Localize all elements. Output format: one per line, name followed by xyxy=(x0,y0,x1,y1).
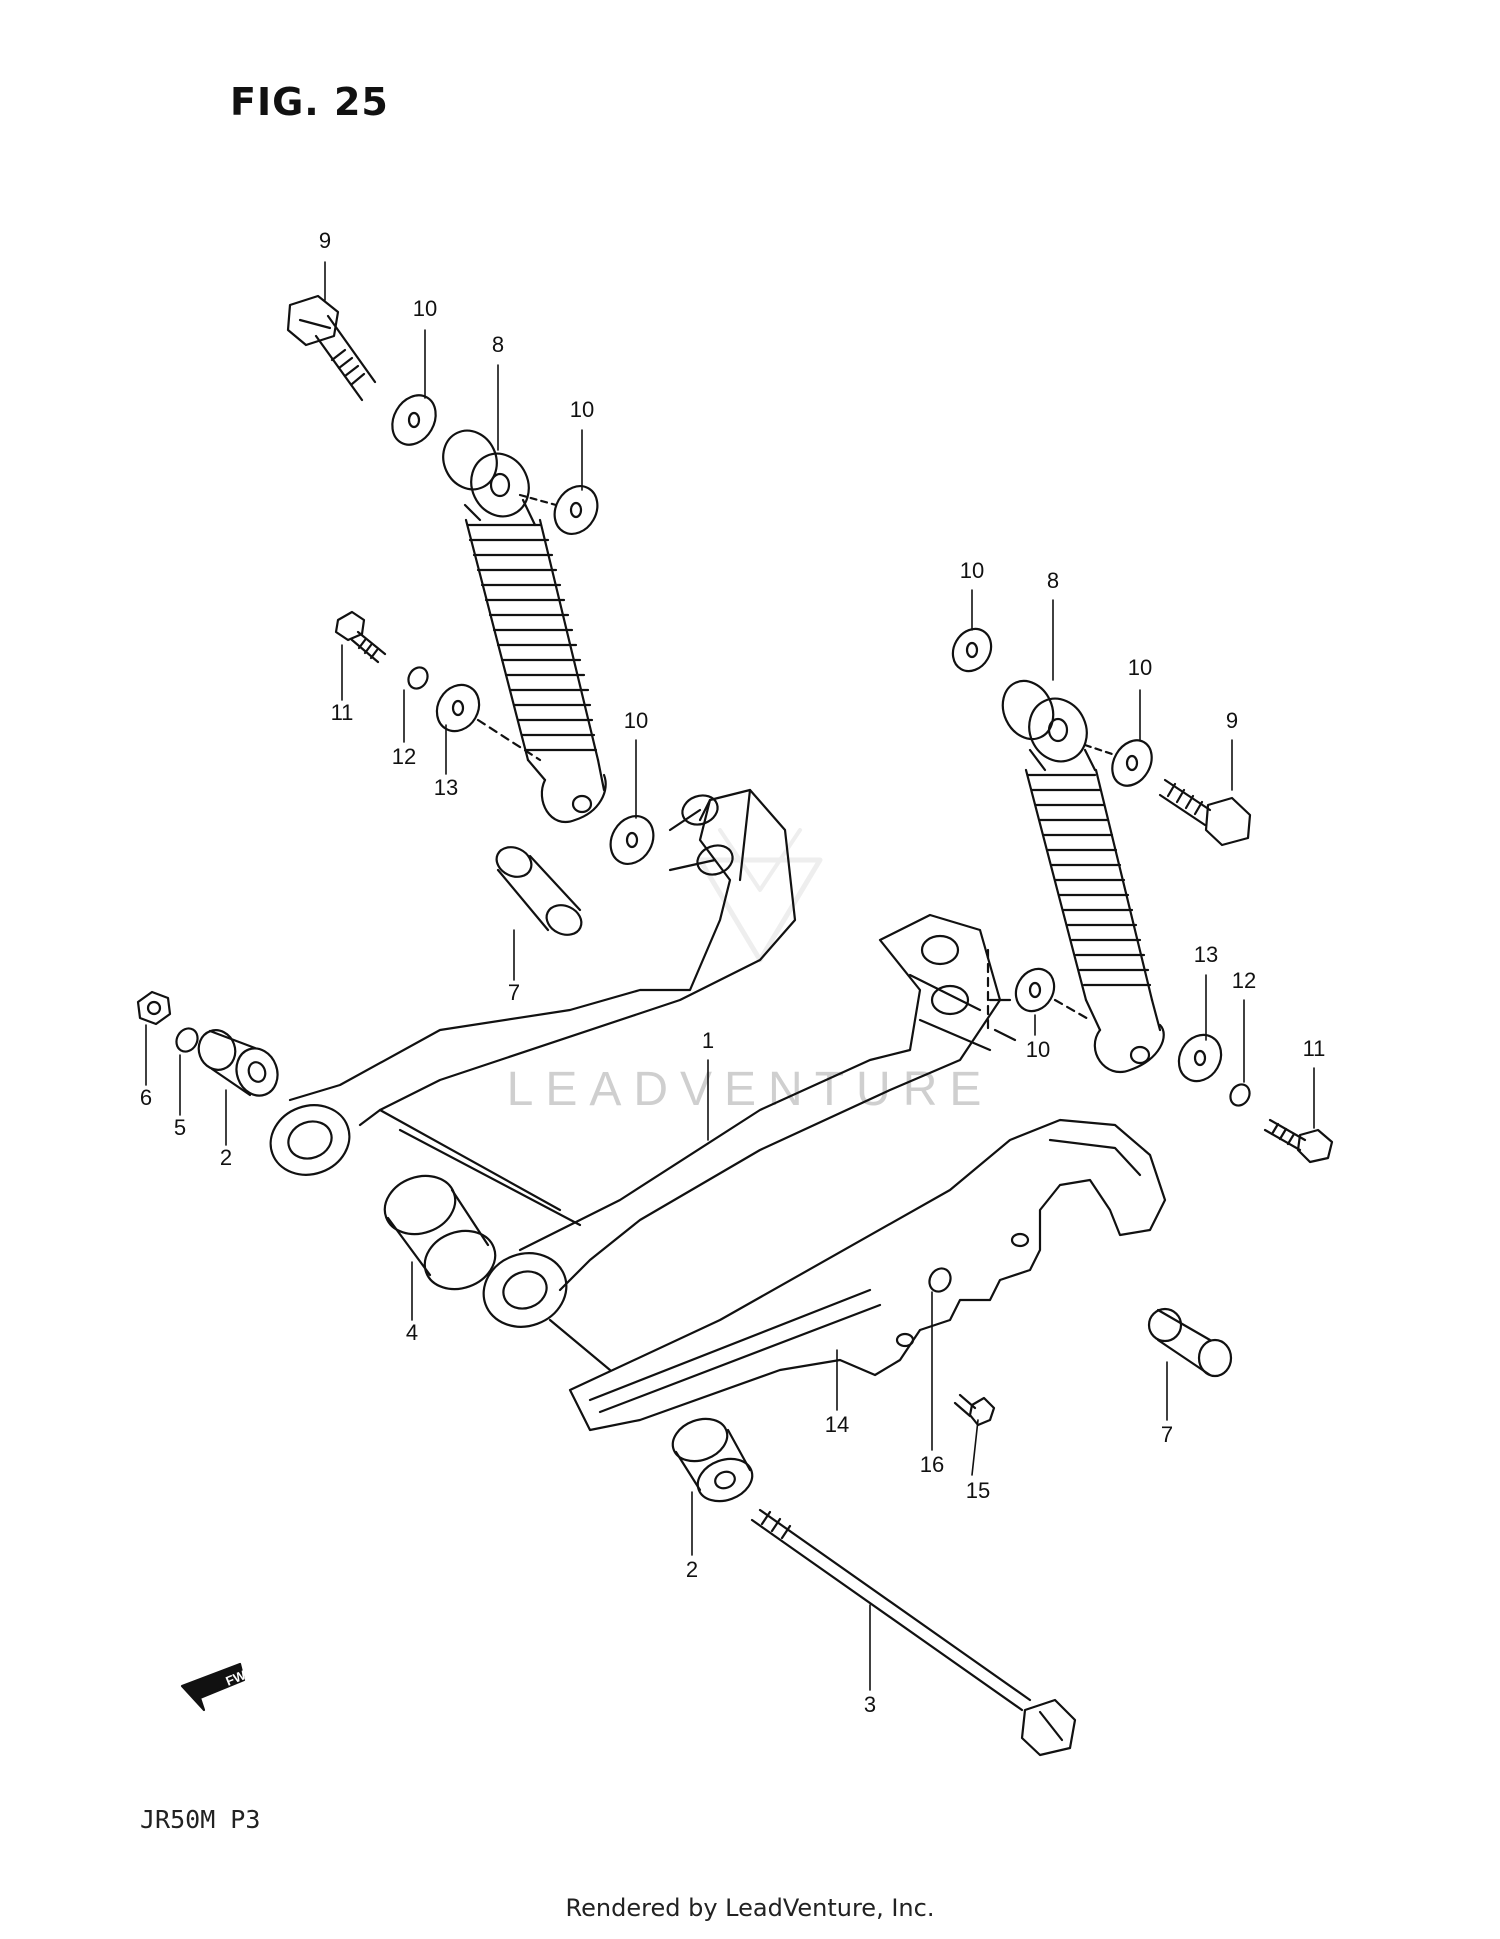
callout-14: 14 xyxy=(825,1412,849,1437)
callout-13-left: 13 xyxy=(434,775,458,800)
callout-8-right: 8 xyxy=(1047,568,1059,593)
callout-10-b: 10 xyxy=(570,397,594,422)
callout-8-left: 8 xyxy=(492,332,504,357)
washer-10e xyxy=(1111,739,1153,787)
callout-4: 4 xyxy=(406,1320,418,1345)
bolt-11-right xyxy=(1263,1118,1334,1164)
bolt-9-left xyxy=(286,294,377,402)
axle-bolt-3 xyxy=(750,1508,1077,1757)
model-code: JR50M P3 xyxy=(140,1805,261,1834)
callout-1: 1 xyxy=(702,1028,714,1053)
callout-10-f: 10 xyxy=(1026,1037,1050,1062)
callout-2-left: 2 xyxy=(220,1145,232,1170)
washer-13-left xyxy=(435,683,481,733)
callout-10-e: 10 xyxy=(1128,655,1152,680)
bolt-11-left xyxy=(334,610,387,664)
bolt-15 xyxy=(953,1393,996,1427)
callout-9-right: 9 xyxy=(1226,708,1238,733)
bushing-2-lower xyxy=(671,1417,754,1503)
figure-title: FIG. 25 xyxy=(230,80,389,124)
callout-15: 15 xyxy=(966,1478,990,1503)
nut-6 xyxy=(136,990,172,1026)
callout-5: 5 xyxy=(174,1115,186,1140)
callout-16: 16 xyxy=(920,1452,944,1477)
washer-12-right xyxy=(1229,1083,1251,1107)
collar-7-left xyxy=(495,846,583,936)
callout-12-right: 12 xyxy=(1232,968,1256,993)
collar-7-right xyxy=(1147,1307,1233,1378)
callout-10-a: 10 xyxy=(413,296,437,321)
callout-6: 6 xyxy=(140,1085,152,1110)
callout-10-c: 10 xyxy=(624,708,648,733)
callout-11-left: 11 xyxy=(331,700,354,725)
washer-13-right xyxy=(1177,1033,1223,1083)
fwd-arrow-icon xyxy=(180,1662,246,1712)
chain-guard-14 xyxy=(568,1118,1167,1432)
washer-10f xyxy=(1014,967,1056,1013)
washer-10b xyxy=(553,485,599,535)
callout-9-left: 9 xyxy=(319,228,331,253)
washer-10a xyxy=(391,394,437,446)
swing-arm-1 xyxy=(269,788,1017,1372)
leader-lines xyxy=(145,261,1315,1691)
bushing-4 xyxy=(383,1174,497,1291)
shock-absorber-8-left xyxy=(442,429,607,823)
watermark-text: LEADVENTURE xyxy=(507,1063,994,1116)
callout-12-left: 12 xyxy=(392,744,416,769)
callout-10-d: 10 xyxy=(960,558,984,583)
washer-5 xyxy=(175,1027,199,1053)
bushing-2-left xyxy=(197,1029,279,1097)
washer-16 xyxy=(928,1267,952,1293)
callout-11-right: 11 xyxy=(1303,1036,1326,1061)
washer-10c xyxy=(609,815,655,865)
callout-3: 3 xyxy=(864,1692,876,1717)
shock-absorber-8-right xyxy=(1001,679,1165,1073)
callout-7-right: 7 xyxy=(1161,1422,1173,1447)
callout-2-lower: 2 xyxy=(686,1557,698,1582)
callout-labels: 9 10 8 10 11 12 13 10 7 10 8 10 9 13 12 … xyxy=(140,228,1326,1717)
washer-10d xyxy=(951,627,993,673)
callout-13-right: 13 xyxy=(1194,942,1218,967)
callout-7-left: 7 xyxy=(508,980,520,1005)
watermark xyxy=(697,828,823,963)
render-credit: Rendered by LeadVenture, Inc. xyxy=(565,1894,935,1922)
bolt-9-right xyxy=(1158,778,1252,847)
washer-12-left xyxy=(407,666,429,690)
